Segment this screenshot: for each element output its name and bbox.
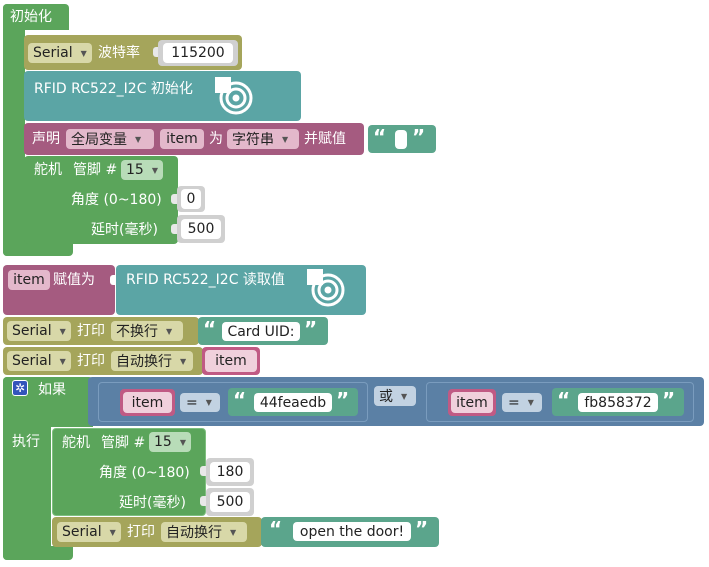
- print-uid-port-dropdown[interactable]: Serial▼: [7, 321, 71, 341]
- rfid-read-block[interactable]: [116, 265, 366, 315]
- assign-label: 并赋值: [304, 131, 346, 147]
- string-input[interactable]: [395, 130, 407, 149]
- input-socket: [200, 496, 206, 506]
- chevron-down-icon: ▼: [282, 134, 289, 144]
- type-dropdown[interactable]: 字符串▼: [227, 129, 299, 149]
- chevron-down-icon: ▼: [166, 326, 173, 336]
- rfid-init-block[interactable]: [24, 71, 301, 121]
- servo-angle-input[interactable]: 0: [181, 189, 201, 209]
- servo-delay-input[interactable]: 500: [181, 219, 221, 239]
- cond1-var-block[interactable]: item: [120, 389, 175, 416]
- setup-block-label: 初始化: [10, 9, 52, 25]
- input-socket: [110, 275, 116, 285]
- var-name-field[interactable]: item: [451, 392, 493, 413]
- var-name-field[interactable]: item: [123, 392, 172, 413]
- setup-block-header: [3, 4, 69, 30]
- print-open-port-dropdown[interactable]: Serial▼: [57, 522, 121, 542]
- servo-delay-input[interactable]: 500: [210, 492, 250, 512]
- assign-var-name[interactable]: item: [8, 270, 50, 290]
- input-socket: [171, 224, 177, 234]
- assign-to-label: 赋值为: [53, 272, 95, 288]
- string-input[interactable]: 44feaedb: [254, 393, 332, 412]
- angle-label: 角度 (0~180): [71, 192, 162, 208]
- cond1-string-block[interactable]: “ 44feaedb ”: [228, 388, 358, 416]
- scope-dropdown[interactable]: 全局变量▼: [66, 129, 154, 149]
- servo-pin-dropdown[interactable]: 15▼: [149, 432, 191, 452]
- chevron-down-icon: ▼: [151, 165, 158, 175]
- servo-label: 舵机: [34, 162, 62, 178]
- input-socket: [200, 466, 206, 476]
- rfid-icon: [307, 269, 345, 307]
- chevron-down-icon: ▼: [80, 48, 87, 58]
- chevron-down-icon: ▼: [59, 326, 66, 336]
- var-name-field[interactable]: item: [160, 129, 204, 149]
- or-dropdown[interactable]: 或▼: [374, 386, 416, 406]
- cond2-var-block[interactable]: item: [448, 389, 496, 416]
- cond1-op-dropdown[interactable]: =▼: [180, 393, 220, 412]
- print-uid-mode-dropdown[interactable]: 不换行▼: [111, 321, 183, 341]
- input-socket: [153, 47, 159, 57]
- card-uid-string-block[interactable]: “ Card UID: ”: [198, 317, 328, 345]
- setup-block-footer: [3, 242, 73, 256]
- pin-label: 管脚 #: [101, 435, 146, 451]
- chevron-down-icon: ▼: [205, 398, 212, 407]
- input-socket: [171, 194, 177, 204]
- serial-port-dropdown[interactable]: Serial▼: [28, 43, 92, 63]
- delay-label: 延时(毫秒): [119, 495, 186, 511]
- chevron-down-icon: ▼: [401, 391, 408, 401]
- print-item-mode-dropdown[interactable]: 自动换行▼: [111, 351, 193, 371]
- servo-pin-dropdown[interactable]: 15▼: [121, 160, 163, 180]
- cond2-string-block[interactable]: “ fb858372 ”: [552, 388, 684, 416]
- as-label: 为: [209, 131, 223, 147]
- delay-label: 延时(毫秒): [91, 222, 158, 238]
- chevron-down-icon: ▼: [59, 356, 66, 366]
- rfid-read-label: RFID RC522_I2C 读取值: [126, 272, 285, 288]
- string-input[interactable]: fb858372: [578, 393, 658, 412]
- gear-icon[interactable]: ✲: [12, 380, 28, 396]
- chevron-down-icon: ▼: [180, 356, 187, 366]
- string-input[interactable]: Card UID:: [222, 322, 300, 341]
- print-item-var-block[interactable]: item: [202, 347, 260, 375]
- chevron-down-icon: ▼: [109, 527, 116, 537]
- if-label: 如果: [38, 382, 66, 398]
- empty-string-block[interactable]: “ ”: [368, 125, 436, 153]
- var-name-field[interactable]: item: [205, 350, 257, 372]
- print-label: 打印: [77, 323, 105, 339]
- chevron-down-icon: ▼: [527, 398, 534, 407]
- string-input[interactable]: open the door!: [293, 522, 411, 541]
- print-label: 打印: [77, 353, 105, 369]
- rfid-init-label: RFID RC522_I2C 初始化: [34, 81, 193, 97]
- servo-angle-input[interactable]: 180: [210, 462, 250, 482]
- chevron-down-icon: ▼: [230, 527, 237, 537]
- servo-label: 舵机: [62, 435, 90, 451]
- if-block-footer: [3, 546, 73, 560]
- chevron-down-icon: ▼: [179, 437, 186, 447]
- setup-block[interactable]: [3, 4, 25, 256]
- baud-input[interactable]: 115200: [163, 43, 233, 63]
- do-label: 执行: [12, 434, 40, 450]
- rfid-icon: [215, 77, 253, 115]
- angle-label: 角度 (0~180): [99, 465, 190, 481]
- baud-label: 波特率: [98, 45, 140, 61]
- chevron-down-icon: ▼: [135, 134, 142, 144]
- print-open-mode-dropdown[interactable]: 自动换行▼: [161, 522, 247, 542]
- pin-label: 管脚 #: [73, 162, 118, 178]
- print-item-port-dropdown[interactable]: Serial▼: [7, 351, 71, 371]
- declare-label: 声明: [32, 131, 60, 147]
- print-label: 打印: [127, 524, 155, 540]
- cond2-op-dropdown[interactable]: =▼: [502, 393, 542, 412]
- open-door-string-block[interactable]: “ open the door! ”: [261, 517, 439, 547]
